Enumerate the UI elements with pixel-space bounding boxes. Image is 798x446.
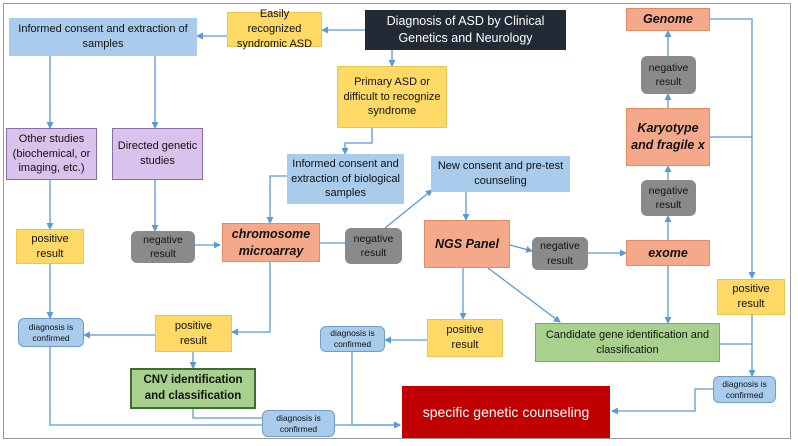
other-studies-box: Other studies (biochemical, or imaging, … [6, 128, 97, 180]
diagnosis-label: Diagnosis of ASD by Clinical Genetics an… [386, 14, 545, 45]
positive-other-box: positive result [16, 229, 84, 264]
easily-recognized-label: Easily recognized syndromic ASD [236, 8, 313, 50]
positive-other-label: positive result [31, 232, 69, 260]
positive-microarray-label: positive result [174, 319, 213, 347]
diag-confirmed-mid-label: diagnosis is confirmed [330, 328, 375, 349]
arrow-ngs-to-candidate [487, 267, 561, 323]
chromosome-microarray-label: chromosome microarray [231, 226, 311, 258]
arrow-confirmedleft-to-counseling [49, 347, 262, 426]
primary-asd-box: Primary ASD or difficult to recognize sy… [337, 66, 447, 128]
informed-consent-samples-box: Informed consent and extraction of sampl… [9, 18, 197, 56]
cnv-label: CNV identification and classification [143, 373, 243, 402]
negative-result-genome-label: negative result [648, 61, 689, 88]
positive-exome-box: positive result [717, 279, 785, 315]
informed-consent-samples-label: Informed consent and extraction of sampl… [18, 23, 188, 50]
arrow-genome-to-positive [710, 18, 756, 279]
negative-directed-label: negative result [143, 233, 183, 260]
diagnosis-box: Diagnosis of ASD by Clinical Genetics an… [365, 10, 566, 50]
informed-consent-bio-box: Informed consent and extraction of biolo… [287, 154, 404, 204]
diagram-border [3, 3, 791, 439]
diag-confirmed-bottom-box: diagnosis is confirmed [262, 410, 335, 437]
negative-ngs-box: negative result [532, 237, 588, 270]
specific-counseling-label: specific genetic counseling [422, 403, 590, 420]
candidate-gene-label: Candidate gene identification and classi… [545, 328, 710, 356]
arrow-microarray-to-positive [231, 262, 271, 336]
karyotype-box: Karyotype and fragile x [626, 108, 710, 166]
diag-confirmed-left-label: diagnosis is confirmed [28, 321, 74, 343]
diag-confirmed-mid-box: diagnosis is confirmed [320, 326, 385, 352]
ngs-panel-box: NGS Panel [424, 220, 510, 268]
diag-confirmed-bottom-label: diagnosis is confirmed [276, 412, 321, 434]
arrow-ngs-to-negative [509, 244, 533, 253]
arrow-primary-to-bioconsent [341, 128, 373, 155]
exome-label: exome [648, 245, 688, 260]
easily-recognized-box: Easily recognized syndromic ASD [227, 8, 322, 50]
cnv-box: CNV identification and classification [130, 368, 256, 409]
arrow-cnv-to-confirmed [192, 409, 264, 419]
chromosome-microarray-box: chromosome microarray [222, 223, 320, 262]
diag-confirmed-left-box: diagnosis is confirmed [18, 318, 84, 347]
directed-genetic-label: Directed genetic studies [117, 140, 198, 167]
positive-ngs-box: positive result [427, 319, 503, 357]
directed-genetic-box: Directed genetic studies [112, 128, 203, 180]
positive-exome-label: positive result [732, 283, 770, 310]
genome-box: Genome [626, 8, 710, 31]
informed-consent-bio-label: Informed consent and extraction of biolo… [291, 157, 400, 200]
candidate-gene-box: Candidate gene identification and classi… [535, 323, 720, 362]
ngs-panel-label: NGS Panel [435, 236, 499, 251]
primary-asd-label: Primary ASD or difficult to recognize sy… [343, 75, 441, 118]
negative-result-karyotype-label: negative result [648, 184, 689, 211]
exome-box: exome [626, 240, 710, 266]
positive-microarray-box: positive result [155, 315, 232, 352]
arrow-bioconsent-to-microarray [266, 175, 287, 224]
negative-microarray-box: negative result [345, 228, 402, 264]
karyotype-label: Karyotype and fragile x [631, 121, 705, 152]
diag-confirmed-right-box: diagnosis is confirmed [713, 376, 776, 403]
arrow-confirmedright-to-counseling [611, 388, 713, 415]
new-consent-label: New consent and pre-test counseling [437, 160, 564, 187]
negative-microarray-label: negative result [353, 232, 394, 259]
other-studies-label: Other studies (biochemical, or imaging, … [12, 132, 91, 175]
genome-label: Genome [642, 12, 693, 27]
negative-directed-box: negative result [131, 231, 195, 263]
arrow-negative-to-newconsent [384, 189, 433, 229]
arrow-confirmedmid-to-counseling [351, 352, 401, 429]
diag-confirmed-right-label: diagnosis is confirmed [722, 378, 767, 400]
specific-counseling-box: specific genetic counseling [402, 386, 610, 438]
new-consent-box: New consent and pre-test counseling [431, 156, 570, 192]
negative-ngs-label: negative result [540, 240, 580, 267]
negative-result-genome-box: negative result [641, 56, 696, 94]
positive-ngs-label: positive result [446, 324, 484, 351]
negative-result-karyotype-box: negative result [641, 180, 696, 216]
